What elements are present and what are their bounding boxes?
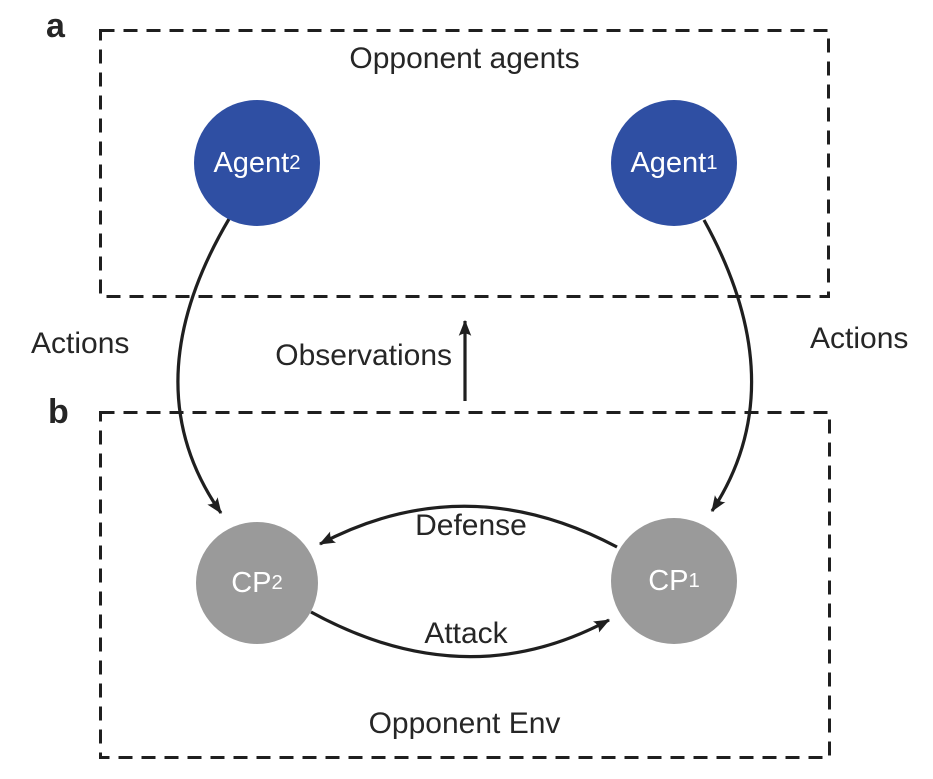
panel-b-box (99, 411, 831, 759)
panel-a-box (99, 29, 830, 298)
node-cp2-label: CP (231, 566, 272, 599)
node-agent1-label: Agent (630, 146, 707, 179)
node-cp1-label: CP (648, 564, 689, 597)
panel-a-title: Opponent agents (349, 42, 580, 75)
node-cp1-subscript: 1 (688, 569, 700, 592)
actions-right-arrow (702, 219, 754, 512)
node-agent2-subscript: 2 (289, 151, 301, 174)
actions-right-label: Actions (810, 322, 909, 355)
attack-label: Attack (424, 617, 508, 650)
node-agent2-label: Agent (213, 146, 290, 179)
defense-arrow (318, 504, 618, 549)
panel-b-label: b (48, 393, 69, 431)
observations-label: Observations (275, 339, 452, 372)
actions-left-arrow (176, 218, 231, 514)
node-cp2-subscript: 2 (271, 571, 283, 594)
attack-arrow (310, 610, 611, 659)
panel-b-title: Opponent Env (368, 707, 561, 740)
defense-label: Defense (415, 509, 527, 542)
actions-left-label: Actions (31, 327, 130, 360)
node-agent1-subscript: 1 (706, 151, 718, 174)
panel-a-label: a (46, 7, 65, 45)
